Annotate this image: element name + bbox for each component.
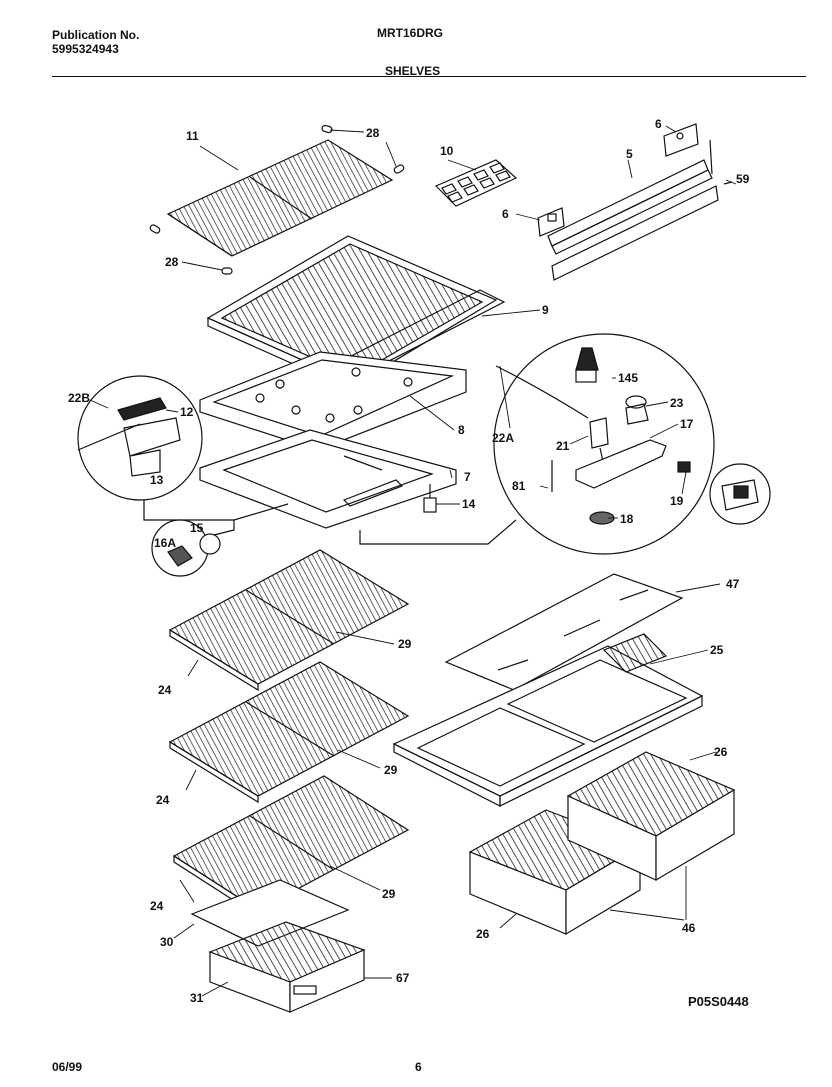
wire-shelf-11: [166, 139, 394, 257]
callout-24a: 24: [158, 683, 172, 697]
frame-7: [199, 429, 457, 529]
publication-number: 5995324943: [52, 42, 119, 56]
inset-switch: [709, 463, 771, 525]
inset-left: [77, 375, 289, 543]
callout-17: 17: [680, 417, 694, 431]
callout-81: 81: [512, 479, 526, 493]
crisper-drawer-26b: [566, 751, 736, 882]
callout-47: 47: [726, 577, 740, 591]
callout-59: 59: [736, 172, 750, 186]
drawer-31: [208, 921, 366, 1013]
callout-21: 21: [556, 439, 570, 453]
model-number: MRT16DRG: [377, 26, 444, 40]
footer-page: 6: [415, 1060, 422, 1074]
callout-29a: 29: [398, 637, 412, 651]
callout-18: 18: [620, 512, 634, 526]
callout-28b: 28: [165, 255, 179, 269]
callout-8: 8: [458, 423, 465, 437]
inset-right: [359, 333, 715, 555]
callout-11: 11: [186, 129, 199, 143]
callout-24c: 24: [150, 899, 164, 913]
callout-28a: 28: [366, 126, 380, 140]
inset-light: [151, 519, 221, 577]
section-title: SHELVES: [385, 64, 441, 78]
callout-12: 12: [180, 405, 194, 419]
callout-31: 31: [190, 991, 204, 1005]
callout-30: 30: [160, 935, 174, 949]
crisper-frame-25: [392, 633, 704, 807]
callout-6a: 6: [655, 117, 662, 131]
callout-19: 19: [670, 494, 684, 508]
callout-15: 15: [190, 521, 204, 535]
callout-29b: 29: [384, 763, 398, 777]
callout-14: 14: [462, 497, 476, 511]
callout-25: 25: [710, 643, 724, 657]
callout-22a: 22A: [492, 431, 514, 445]
tray-8: [199, 351, 467, 451]
callout-22b: 22B: [68, 391, 90, 405]
publication-label: Publication No.: [52, 28, 140, 42]
footer-date: 06/99: [52, 1060, 83, 1074]
callout-7: 7: [464, 470, 471, 484]
callout-26a: 26: [714, 745, 728, 759]
header-rule: [52, 76, 806, 77]
egg-tray-10: [434, 159, 518, 207]
callout-23: 23: [670, 396, 684, 410]
shelf-rail-5: [537, 123, 733, 281]
callout-16a: 16A: [154, 536, 176, 550]
callout-67: 67: [396, 971, 410, 985]
callout-labels: 11 28 28 10 6 5 59 6 9 22B 12 13 8 22A 1…: [68, 117, 750, 1005]
drawing-code: P05S0448: [688, 994, 749, 1009]
callout-13: 13: [150, 473, 164, 487]
callout-29c: 29: [382, 887, 396, 901]
callout-9: 9: [542, 303, 549, 317]
callout-6b: 6: [502, 207, 509, 221]
wire-shelf-29b: [168, 661, 410, 804]
callout-46: 46: [682, 921, 696, 935]
callout-26b: 26: [476, 927, 490, 941]
callout-10: 10: [440, 144, 454, 158]
wire-shelf-29a: [168, 549, 410, 692]
callout-5: 5: [626, 147, 633, 161]
callout-145: 145: [618, 371, 638, 385]
glass-cover-47: [444, 573, 684, 691]
callout-24b: 24: [156, 793, 170, 807]
